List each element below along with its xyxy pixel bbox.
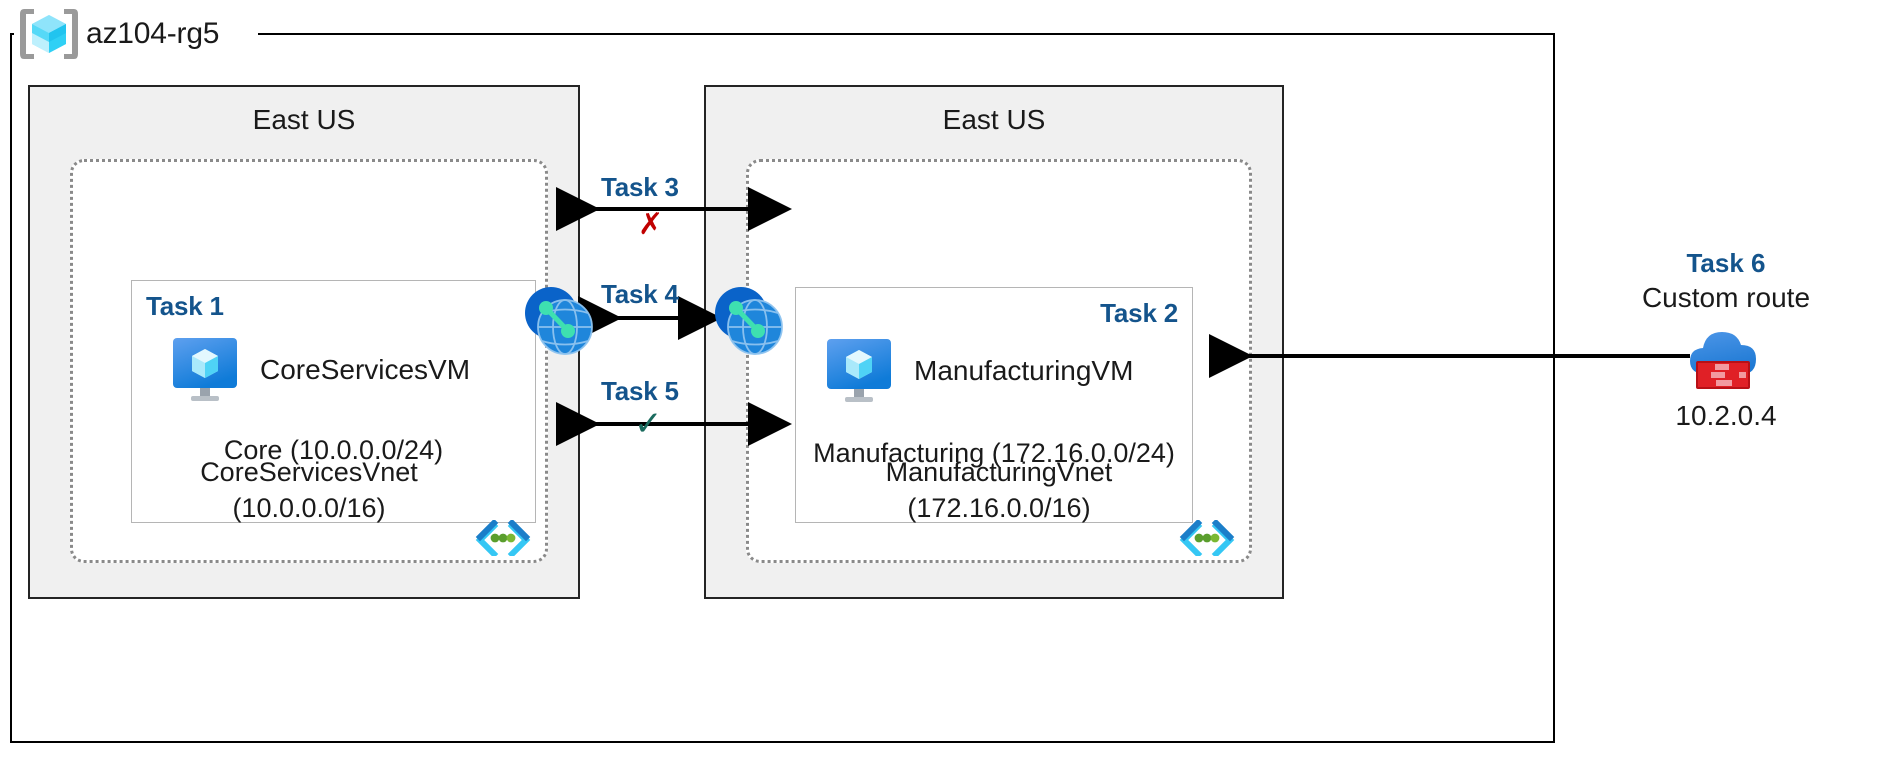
subnet-core-name: Core: [223, 435, 283, 465]
vnet-peering-icon: [710, 282, 786, 358]
vnet-right-address-space: (172.16.0.0/16): [907, 492, 1091, 523]
vnet-coreservicesvnet: Task 1: [70, 159, 548, 563]
vnet-peering-icon: [520, 282, 596, 358]
region-east-us-right: East US Task 2: [704, 85, 1284, 599]
vnet-brackets-icon: [473, 518, 533, 559]
vnet-left-address-space: (10.0.0.0/16): [232, 492, 386, 523]
virtual-machine-icon: [822, 338, 896, 404]
subnet-core-label: Core (10.0.0.0/24): [132, 433, 535, 469]
subnet-manufacturing-name: Manufacturing: [813, 438, 985, 468]
subnet-manufacturing-range: (172.16.0.0/24): [991, 438, 1175, 468]
vnet-manufacturingvnet: Task 2: [746, 159, 1252, 563]
custom-route-label: Custom route: [1641, 282, 1811, 313]
region-left-title: East US: [252, 104, 356, 135]
vm-name-coreservicesvm: CoreServicesVM: [260, 354, 471, 385]
resource-group-header: az104-rg5: [14, 6, 230, 62]
task-6-label: Task 6: [1686, 248, 1766, 278]
resource-group-title-rule: [258, 33, 1555, 35]
vnet-left-name: CoreServicesVnet: [200, 457, 418, 487]
virtual-machine-icon: [168, 337, 242, 403]
vm-row-coreservices: CoreServicesVM: [168, 337, 470, 403]
task-4-label: Task 4: [601, 279, 679, 309]
vnet-brackets-icon: [1177, 518, 1237, 559]
vnet-right-name: ManufacturingVnet: [885, 457, 1113, 487]
resource-group-cube-icon: [18, 6, 80, 62]
vm-row-manufacturing: ManufacturingVM: [822, 338, 1133, 404]
vnet-left-label: CoreServicesVnet (10.0.0.0/16): [73, 455, 545, 526]
resource-group-label: az104-rg5: [86, 17, 220, 50]
subnet-core-range: (10.0.0.0/24): [289, 435, 444, 465]
azure-firewall-icon: [1684, 322, 1770, 394]
task-5-pass-marker: ✓: [634, 405, 663, 443]
subnet-core: Task 1: [131, 280, 536, 523]
subnet-manufacturing: Task 2: [795, 287, 1193, 523]
task-1-label: Task 1: [146, 291, 224, 321]
region-right-title: East US: [942, 104, 1046, 135]
vnet-right-label: ManufacturingVnet (172.16.0.0/16): [749, 455, 1249, 526]
task-3-fail-marker: ✗: [638, 208, 664, 241]
region-east-us-left: East US Task 1: [28, 85, 580, 599]
firewall-ip-address: 10.2.0.4: [1675, 400, 1777, 431]
vm-name-manufacturingvm: ManufacturingVM: [914, 355, 1134, 386]
subnet-manufacturing-label: Manufacturing (172.16.0.0/24): [796, 436, 1192, 472]
task-3-label: Task 3: [601, 172, 679, 202]
task-2-label: Task 2: [1100, 298, 1178, 328]
task-5-label: Task 5: [601, 376, 679, 406]
